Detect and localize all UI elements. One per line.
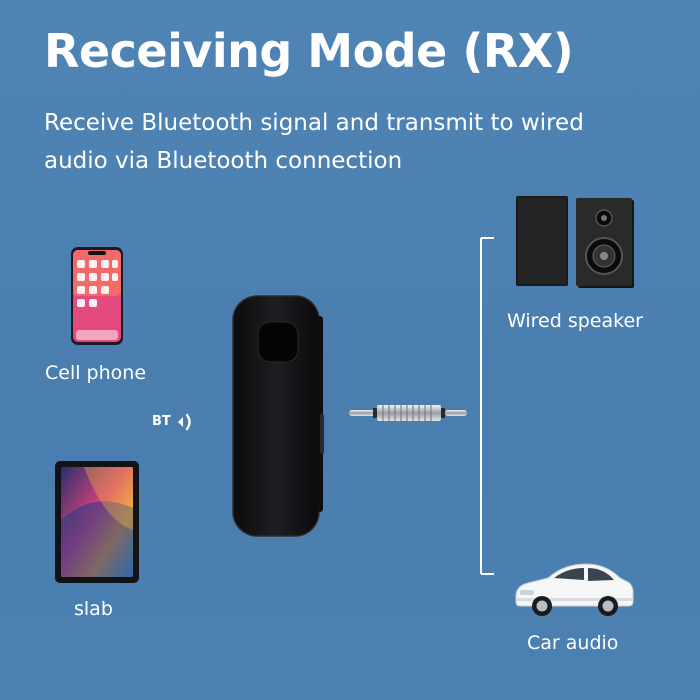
cell-phone-label: Cell phone	[45, 362, 147, 384]
car-audio-label: Car audio	[527, 632, 619, 654]
phone-icon	[71, 247, 123, 345]
tablet-icon	[55, 461, 139, 583]
aux-cable-icon	[349, 405, 467, 421]
bt-label: BT	[152, 414, 171, 429]
receiver-device	[232, 295, 324, 537]
wired-speaker-label: Wired speaker	[507, 310, 643, 332]
bluetooth-signal-icon	[178, 413, 191, 431]
slab-label: slab	[74, 598, 113, 620]
page-title: Receiving Mode (RX)	[44, 24, 574, 78]
speaker-icon	[516, 196, 634, 288]
car-icon	[515, 563, 634, 616]
output-bracket	[480, 237, 494, 575]
page-subtitle: Receive Bluetooth signal and transmit to…	[44, 110, 584, 174]
